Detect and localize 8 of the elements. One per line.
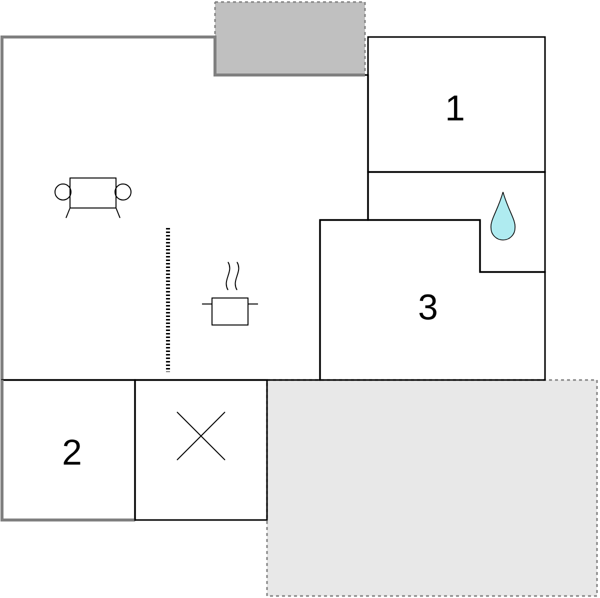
- room: [0, 36, 369, 381]
- balcony-area: [214, 1, 366, 76]
- terrace-area: [266, 379, 598, 597]
- room: 2: [0, 379, 136, 522]
- room: 1: [367, 36, 546, 173]
- room: [367, 171, 546, 273]
- room: 3: [319, 219, 546, 381]
- room: [134, 379, 268, 521]
